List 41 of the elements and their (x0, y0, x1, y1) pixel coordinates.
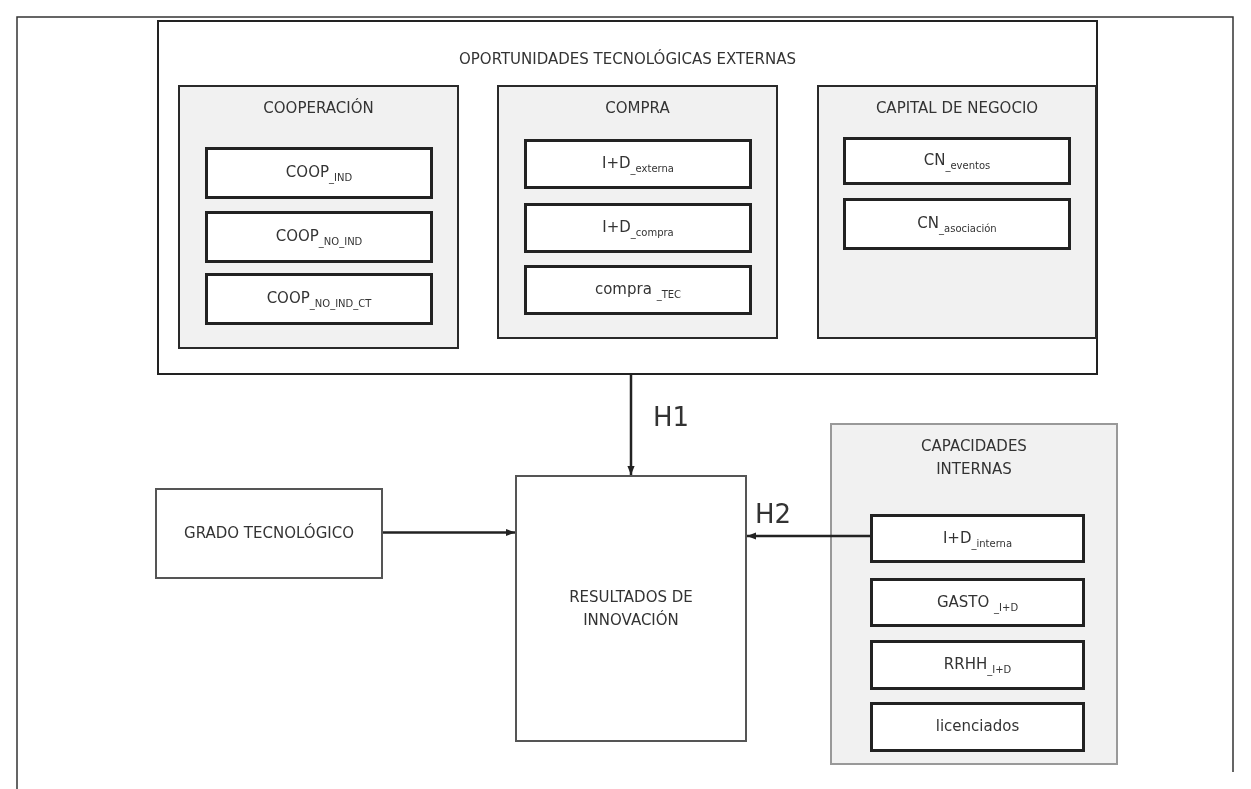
group-title: COOPERACIÓN (262, 97, 375, 119)
process-box (155, 488, 383, 579)
box-label: CN$_{_eventos}$ (922, 149, 992, 174)
group-panel (497, 85, 778, 339)
variable-box (870, 702, 1085, 752)
box-label: I+D$_{_interna}$ (941, 527, 1014, 551)
box-label: GASTO $_{_I+D}$ (935, 591, 1020, 615)
box-label: RRHH$_{_I+D}$ (942, 653, 1013, 678)
box-label: COOP$_{_NO_IND}$ (274, 225, 364, 250)
variable-box (843, 137, 1071, 185)
group-panel (178, 85, 459, 349)
arrow (747, 532, 870, 540)
variable-box (524, 203, 752, 253)
process-box (515, 475, 747, 742)
variable-box (870, 640, 1085, 690)
variable-box (205, 211, 433, 263)
group-title: CAPACIDADES INTERNAS (920, 436, 1028, 481)
variable-box (205, 147, 433, 199)
group-panel (830, 423, 1118, 765)
variable-box (870, 514, 1085, 563)
group-title: COMPRA (604, 98, 671, 119)
box-label: I+D$_{_externa}$ (601, 152, 675, 177)
box-label: compra $_{_TEC}$ (593, 278, 683, 303)
box-label: COOP$_{_IND}$ (284, 161, 354, 186)
box-label: CN$_{_asociación}$ (916, 212, 998, 237)
group-title: OPORTUNIDADES TECNOLÓGICAS EXTERNAS (457, 48, 797, 70)
box-label: I+D$_{_compra}$ (601, 216, 675, 241)
group-title: CAPITAL DE NEGOCIO (874, 98, 1040, 119)
variable-box (205, 273, 433, 325)
variable-box (524, 265, 752, 315)
box-label: RESULTADOS DE INNOVACIÓN (568, 586, 694, 631)
box-label: COOP$_{_NO_IND_CT}$ (265, 287, 373, 312)
group-frame (157, 20, 1098, 375)
group-panel (817, 85, 1097, 339)
variable-box (843, 198, 1071, 250)
box-label: licenciados (934, 716, 1021, 738)
arrow (627, 375, 635, 475)
variable-box (524, 139, 752, 189)
arrow (383, 528, 515, 537)
variable-box (870, 578, 1085, 627)
box-label: GRADO TECNOLÓGICO (183, 522, 355, 544)
